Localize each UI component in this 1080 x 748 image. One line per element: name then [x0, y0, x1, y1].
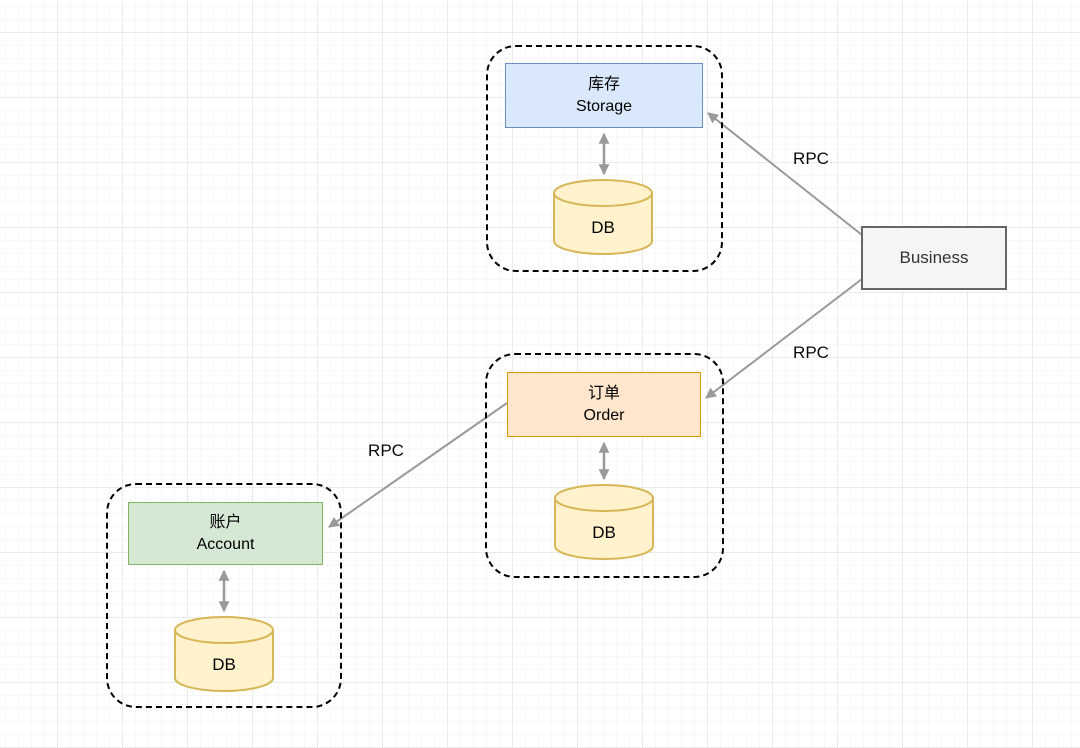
business-box: Business: [861, 226, 1007, 290]
account-service-group: [106, 483, 342, 708]
rpc-label-business-order: RPC: [793, 343, 829, 362]
account-name-en: Account: [196, 535, 255, 553]
storage-db-label: DB: [591, 218, 615, 237]
edge-business-to-order: [705, 278, 863, 399]
storage-service-group: [486, 45, 723, 272]
order-name-en: Order: [583, 406, 625, 424]
order-db-cylinder-icon: [554, 484, 654, 560]
account-db-cylinder-icon: [174, 616, 274, 692]
storage-service-box: 库存 Storage: [505, 63, 703, 128]
storage-name-en: Storage: [575, 97, 633, 115]
edge-order-to-account: [328, 402, 508, 528]
account-service-box: 账户 Account: [128, 502, 323, 565]
order-db-label: DB: [592, 523, 616, 542]
order-service-group: [485, 353, 724, 578]
order-name-cn: 订单: [587, 384, 620, 402]
edge-business-to-storage: [707, 112, 863, 236]
business-label: Business: [899, 248, 969, 267]
account-db-label: DB: [212, 655, 236, 674]
storage-name-cn: 库存: [587, 75, 620, 93]
rpc-label-order-account: RPC: [368, 441, 404, 460]
rpc-label-business-storage: RPC: [793, 149, 829, 168]
order-service-box: 订单 Order: [507, 372, 701, 437]
account-name-cn: 账户: [209, 513, 242, 531]
storage-db-cylinder-icon: [553, 179, 653, 255]
